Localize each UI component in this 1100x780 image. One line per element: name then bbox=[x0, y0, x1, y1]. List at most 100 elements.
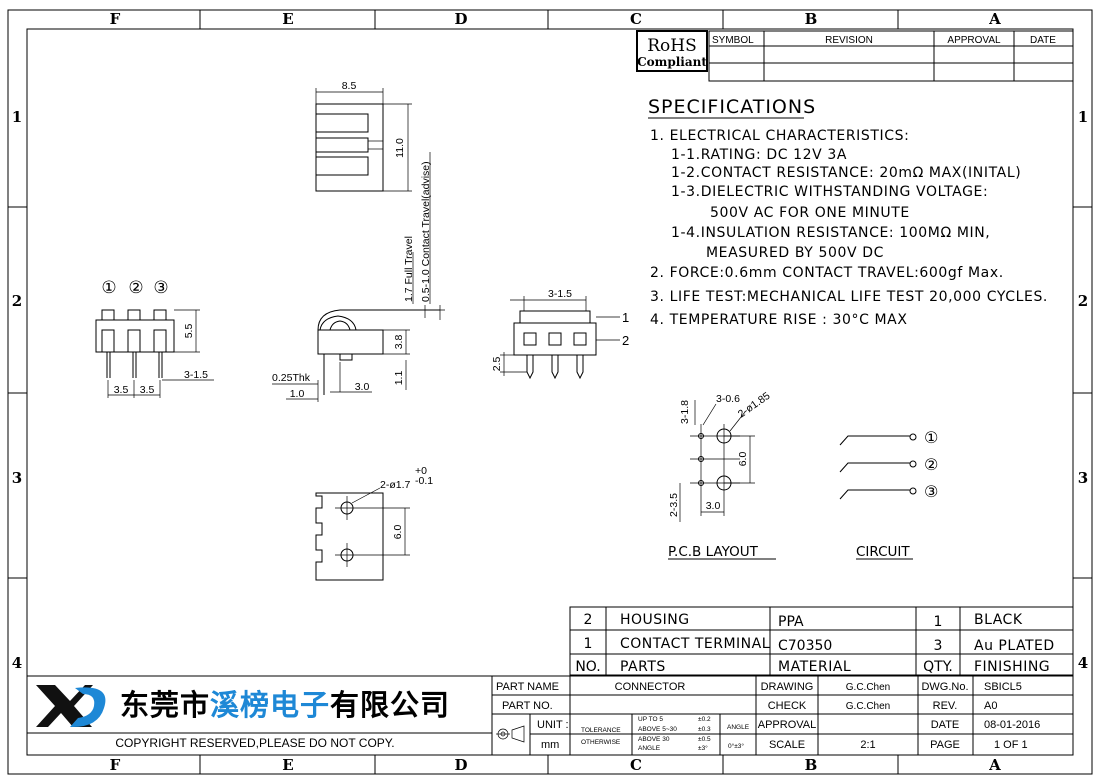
col-letter-a-bottom: A bbox=[988, 756, 1001, 774]
col-letter-a: A bbox=[988, 10, 1001, 28]
value-scale: 2:1 bbox=[860, 739, 875, 751]
pcb-layout-view: 3-0.6 2-ø1.85 3-1.8 6.0 3.0 2-3.5 P.C.B … bbox=[668, 390, 776, 560]
spec-line-3: 1-2.CONTACT RESISTANCE: 20mΩ MAX(INITAL) bbox=[671, 165, 1021, 181]
dim-side-h2: 1.1 bbox=[393, 371, 405, 386]
label-date: DATE bbox=[931, 719, 960, 731]
front-pin-label-2: ② bbox=[128, 278, 143, 298]
revision-table: SYMBOL REVISION APPROVAL DATE bbox=[708, 30, 1074, 82]
tol-val-2: ±0.3 bbox=[698, 726, 711, 733]
circuit-pin-1: ① bbox=[924, 428, 938, 447]
rev-header-date: DATE bbox=[1030, 35, 1056, 46]
dim-bottom-tol-plus: +0 bbox=[415, 465, 427, 477]
spec-line-6: 1-4.INSULATION RESISTANCE: 100MΩ MIN, bbox=[671, 225, 990, 241]
value-date: 08-01-2016 bbox=[984, 719, 1040, 731]
pcb-dim-bottom: 3.0 bbox=[706, 500, 721, 512]
parts-row1-part: HOUSING bbox=[620, 612, 690, 628]
bottom-view: 2-ø1.7 +0 -0.1 6.0 bbox=[315, 465, 433, 581]
company-name-part2: 溪榜电子 bbox=[210, 688, 330, 722]
dim-bottom-hole: 2-ø1.7 bbox=[380, 479, 411, 491]
pcb-dim-small-hole: 3-0.6 bbox=[716, 393, 740, 405]
dim-thk: 0.25Thk bbox=[272, 372, 311, 384]
col-letter-e-bottom: E bbox=[282, 756, 293, 774]
dim-contact-travel: 0.5-1.0 Contact Travel(advise) bbox=[420, 161, 432, 302]
value-check: G.C.Chen bbox=[846, 701, 890, 712]
rohs-badge: RoHS Compliant bbox=[636, 30, 708, 72]
value-angle: 0°±3° bbox=[728, 742, 744, 750]
row-number-3-right: 3 bbox=[1078, 469, 1088, 487]
label-scale: SCALE bbox=[769, 739, 805, 751]
label-part-name: PART NAME bbox=[496, 681, 559, 693]
dim-front-pitch1: 3.5 bbox=[114, 384, 129, 396]
dim-bottom-tol-minus: -0.1 bbox=[415, 475, 433, 487]
company-name-part3: 有限公司 bbox=[330, 688, 450, 722]
value-rev: A0 bbox=[984, 700, 997, 712]
circuit-pin-2: ② bbox=[924, 455, 938, 474]
front-pin-label-3: ③ bbox=[153, 278, 168, 298]
col-letter-f-bottom: F bbox=[110, 756, 121, 774]
value-drawing: G.C.Chen bbox=[846, 682, 890, 693]
col-letter-d-bottom: D bbox=[454, 756, 467, 774]
parts-row2-part: CONTACT TERMINAL bbox=[620, 636, 770, 652]
spec-line-9: 3. LIFE TEST:MECHANICAL LIFE TEST 20,000… bbox=[650, 289, 1048, 305]
row-number-2-right: 2 bbox=[1078, 292, 1088, 310]
dim-front-pitch2: 3.5 bbox=[140, 384, 155, 396]
title-block: PART NAME CONNECTOR PART NO. UNIT : mm T… bbox=[491, 675, 1074, 756]
spec-line-8: 2. FORCE:0.6mm CONTACT TRAVEL:600gf Max. bbox=[650, 265, 1004, 281]
tol-row-3: ABOVE 30 bbox=[638, 736, 670, 743]
tol-val-1: ±0.2 bbox=[698, 716, 711, 723]
col-letter-f: F bbox=[110, 10, 121, 28]
dim-side-w1: 1.0 bbox=[290, 388, 305, 400]
spec-line-7: MEASURED BY 500V DC bbox=[706, 245, 884, 261]
tol-val-3: ±0.5 bbox=[698, 736, 711, 743]
label-page: PAGE bbox=[930, 739, 960, 751]
value-dwg-no: SBICL5 bbox=[984, 681, 1022, 693]
label-part-no: PART NO. bbox=[502, 700, 553, 712]
value-part-name: CONNECTOR bbox=[615, 681, 686, 693]
parts-row1-no: 2 bbox=[584, 612, 593, 628]
top-view: 8.5 11.0 bbox=[315, 80, 412, 192]
label-approval: APPROVAL bbox=[758, 719, 817, 731]
company-name-part1: 东莞市 bbox=[120, 688, 210, 722]
dim-front-pin: 3-1.5 bbox=[184, 369, 208, 381]
row-number-1-right: 1 bbox=[1078, 108, 1088, 126]
rev-header-symbol: SYMBOL bbox=[712, 35, 754, 46]
row-number-2: 2 bbox=[12, 292, 22, 310]
parts-header-finish: FINISHING bbox=[974, 659, 1050, 675]
tol-row-2: ABOVE 5~30 bbox=[638, 726, 677, 733]
dim-top-height: 11.0 bbox=[394, 138, 406, 158]
spec-line-4: 1-3.DIELECTRIC WITHSTANDING VOLTAGE: bbox=[671, 184, 988, 200]
parts-row2-material: C70350 bbox=[778, 638, 832, 654]
label-otherwise: OTHERWISE bbox=[581, 739, 621, 746]
dim-right-pin: 3-1.5 bbox=[548, 288, 572, 300]
label-angle: ANGLE bbox=[727, 724, 750, 731]
dim-top-width: 8.5 bbox=[342, 80, 357, 92]
spec-line-5: 500V AC FOR ONE MINUTE bbox=[710, 205, 910, 221]
rohs-text: RoHS bbox=[647, 36, 697, 56]
dim-right-h: 2.5 bbox=[491, 357, 503, 372]
col-letter-b-bottom: B bbox=[805, 756, 818, 774]
spec-line-2: 1-1.RATING: DC 12V 3A bbox=[671, 147, 847, 163]
pcb-dim-top: 3-1.8 bbox=[679, 400, 691, 424]
row-number-4-right: 4 bbox=[1078, 654, 1088, 672]
company-logo-text: XD bbox=[92, 697, 101, 704]
rev-header-revision: REVISION bbox=[825, 35, 873, 46]
parts-row2-qty: 3 bbox=[934, 638, 943, 654]
spec-line-1: 1. ELECTRICAL CHARACTERISTICS: bbox=[650, 128, 909, 144]
label-check: CHECK bbox=[768, 700, 807, 712]
right-view: 3-1.5 1 2 2.5 bbox=[491, 288, 629, 380]
parts-header-qty: QTY. bbox=[923, 659, 953, 675]
col-letter-c-bottom: C bbox=[630, 756, 642, 774]
dim-full-travel: 1.7 Full Travel bbox=[403, 236, 415, 302]
copyright-notice: COPYRIGHT RESERVED,PLEASE DO NOT COPY. bbox=[115, 736, 394, 750]
pcb-layout-label: P.C.B LAYOUT bbox=[668, 544, 759, 560]
tol-row-4: ANGLE bbox=[638, 745, 661, 752]
parts-row1-qty: 1 bbox=[934, 614, 943, 630]
circuit-label: CIRCUIT bbox=[856, 544, 910, 560]
front-view: ① ② ③ 5.5 3.5 3.5 3-1.5 bbox=[95, 278, 214, 398]
tol-val-4: ±3° bbox=[698, 744, 708, 752]
label-dwg-no: DWG.No. bbox=[921, 681, 968, 693]
dim-side-w2: 3.0 bbox=[355, 381, 370, 393]
callout-1: 1 bbox=[622, 310, 629, 325]
col-letter-c: C bbox=[630, 10, 642, 28]
